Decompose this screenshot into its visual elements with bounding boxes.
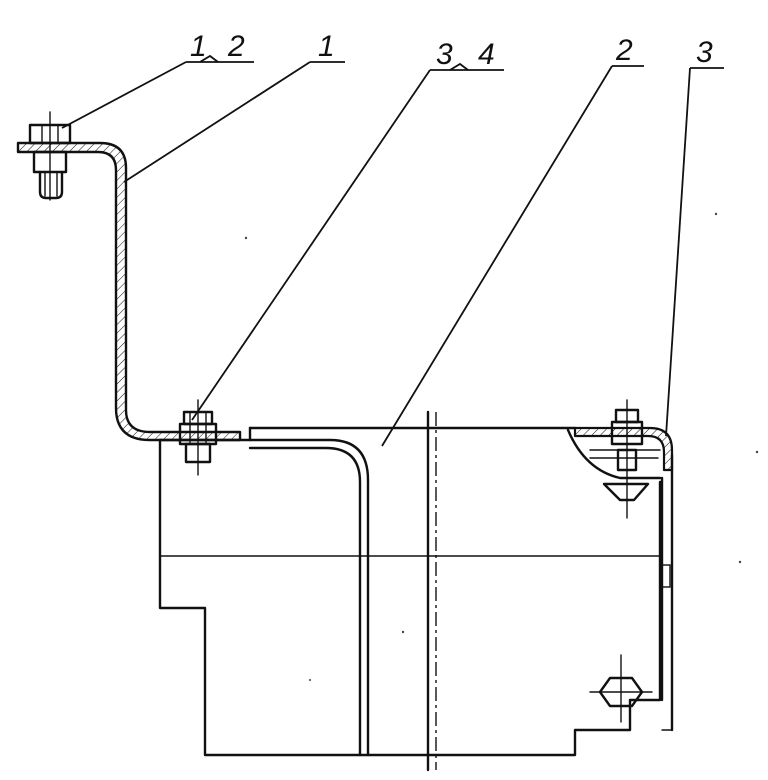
center-axis [426, 410, 437, 772]
right-clamp [566, 399, 674, 519]
callout-2-duct: 2 [615, 34, 633, 67]
housing-body [158, 426, 674, 757]
callout-1: 1 [190, 30, 207, 63]
bolt-top-left [28, 111, 72, 201]
bracket-strap [16, 141, 242, 442]
callout-4: 4 [478, 38, 495, 71]
internal-duct [248, 438, 370, 757]
callout-3: 3 [436, 38, 453, 71]
bottom-fastener [589, 654, 653, 723]
callout-1-strap: 1 [318, 30, 335, 63]
callout-2: 2 [227, 30, 245, 63]
callout-labels: 1 2 1 3 4 2 3 [190, 30, 713, 71]
leader-lines [61, 54, 724, 447]
callout-3-clamp: 3 [696, 36, 713, 69]
scan-specks [244, 212, 759, 681]
